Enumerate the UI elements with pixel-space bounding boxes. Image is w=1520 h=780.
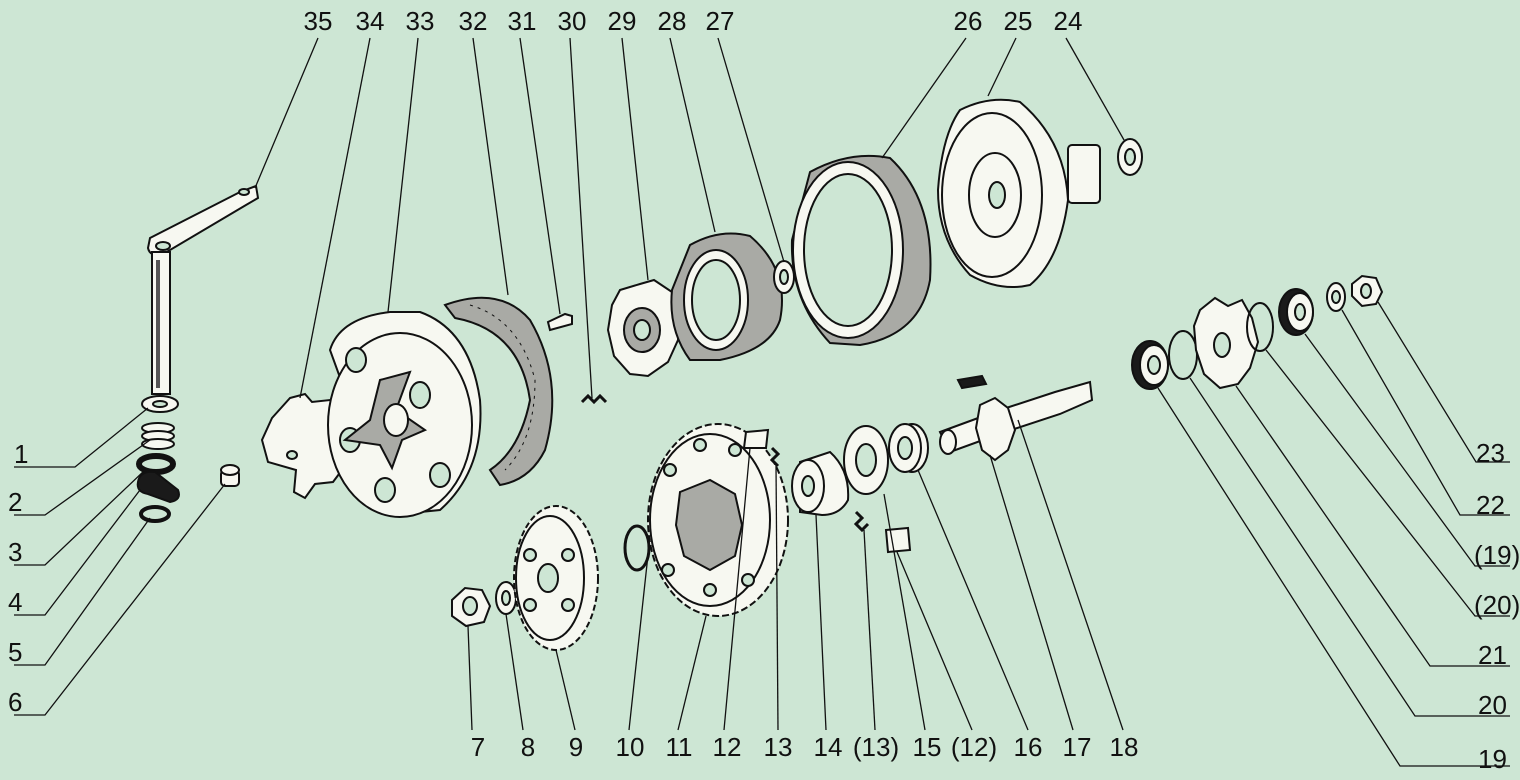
part-spring-30 — [580, 393, 608, 405]
callout-13: 13 — [764, 732, 793, 762]
part-housing-25 — [936, 98, 1101, 288]
callout-20b: (20) — [1474, 590, 1520, 620]
callout-2: 2 — [8, 487, 22, 517]
part-spring-2 — [141, 422, 175, 450]
part-ring-21 — [1168, 330, 1198, 380]
callout-12: 12 — [713, 732, 742, 762]
callout-30: 30 — [558, 6, 587, 36]
callout-14: 14 — [814, 732, 843, 762]
callout-11: 11 — [666, 732, 693, 762]
part-circlip-5 — [139, 505, 171, 523]
part-sprocket-29 — [606, 278, 682, 378]
callout-3: 3 — [8, 537, 22, 567]
callout-25: 25 — [1004, 6, 1033, 36]
callout-1: 1 — [14, 439, 28, 469]
part-bolt-31 — [546, 312, 573, 332]
callout-7: 7 — [471, 732, 485, 762]
callout-33: 33 — [406, 6, 435, 36]
part-gear-9 — [513, 505, 599, 651]
part-clutch-drum-33 — [327, 311, 482, 518]
callout-labels: 1 2 3 4 5 6 35 34 33 32 31 30 29 28 27 2… — [8, 6, 1520, 774]
callout-18: 18 — [1110, 732, 1139, 762]
callout-16: 16 — [1014, 732, 1043, 762]
callout-26: 26 — [954, 6, 983, 36]
callout-34: 34 — [356, 6, 385, 36]
part-key-12b — [884, 526, 912, 554]
callout-13b: (13) — [853, 732, 899, 762]
part-kick-lever — [146, 184, 260, 395]
callout-4: 4 — [8, 587, 22, 617]
part-ring-3 — [136, 453, 176, 475]
callout-12b: (12) — [951, 732, 997, 762]
callout-10: 10 — [616, 732, 645, 762]
part-key-12 — [742, 428, 770, 449]
part-ring-28 — [670, 232, 783, 361]
part-ring-26 — [790, 154, 932, 347]
part-gear-11 — [647, 423, 789, 617]
callout-35: 35 — [304, 6, 333, 36]
part-shoe-32 — [443, 296, 554, 487]
part-ring-nut-19 — [1131, 340, 1169, 390]
part-circlip-10 — [623, 524, 651, 572]
callout-17: 17 — [1063, 732, 1092, 762]
part-cam-4 — [136, 470, 180, 504]
callout-24: 24 — [1054, 6, 1083, 36]
part-sprocket-20 — [1192, 296, 1260, 390]
part-pin-6 — [220, 464, 240, 487]
callout-6: 6 — [8, 687, 22, 717]
part-plate-34 — [260, 392, 350, 500]
callout-29: 29 — [608, 6, 637, 36]
part-nut-7 — [451, 586, 492, 628]
callout-8: 8 — [521, 732, 535, 762]
part-ring-nut-19b — [1278, 288, 1314, 336]
part-bushing-14 — [791, 450, 850, 517]
part-nut-23 — [1351, 274, 1384, 308]
callout-31: 31 — [508, 6, 537, 36]
callout-27: 27 — [706, 6, 735, 36]
part-bearing-16 — [888, 423, 929, 473]
callout-15: 15 — [913, 732, 942, 762]
callout-32: 32 — [459, 6, 488, 36]
part-ring-20b — [1246, 302, 1274, 352]
part-spring-13 — [769, 446, 781, 468]
part-shaft-17-18 — [938, 374, 1094, 462]
callout-20: 20 — [1478, 690, 1507, 720]
callout-19: 19 — [1478, 744, 1507, 774]
callout-23: 23 — [1476, 438, 1505, 468]
callout-28: 28 — [658, 6, 687, 36]
callout-21: 21 — [1478, 640, 1507, 670]
callout-22: 22 — [1476, 490, 1505, 520]
callout-5: 5 — [8, 637, 22, 667]
part-spring-13b — [853, 510, 870, 533]
callout-19b: (19) — [1474, 540, 1520, 570]
callout-9: 9 — [569, 732, 583, 762]
leader-lines — [14, 37, 1510, 767]
